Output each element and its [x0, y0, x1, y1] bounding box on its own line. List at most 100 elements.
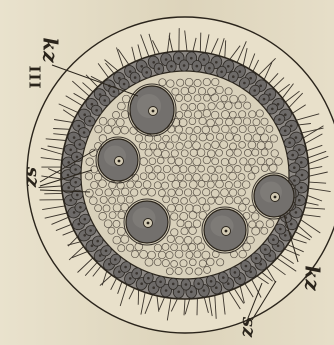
- somatic-cell-dot: [67, 161, 70, 164]
- somatic-cell-dot: [301, 174, 304, 177]
- somatic-cell-dot: [129, 70, 132, 73]
- somatic-cell-dot: [84, 218, 87, 221]
- somatic-cell-dot: [227, 282, 230, 285]
- somatic-cell-dot: [177, 291, 180, 294]
- somatic-cell-dot: [152, 286, 155, 289]
- somatic-cell-dot: [264, 248, 267, 251]
- somatic-cell-dot: [83, 131, 86, 134]
- somatic-cell-dot: [215, 61, 218, 64]
- somatic-cell-dot: [277, 103, 280, 106]
- somatic-cell-dot: [147, 277, 150, 280]
- somatic-cell-dot: [74, 181, 77, 184]
- somatic-cell-dot: [243, 82, 246, 85]
- somatic-cell-dot: [215, 286, 218, 289]
- somatic-cell-dot: [89, 229, 92, 232]
- somatic-cell-dot: [123, 83, 126, 86]
- somatic-cell-dot: [183, 64, 186, 67]
- somatic-cell-dot: [232, 75, 235, 78]
- somatic-cell-dot: [295, 211, 298, 214]
- somatic-cell-dot: [83, 234, 86, 237]
- somatic-cell-dot: [245, 265, 248, 268]
- somatic-cell-dot: [197, 282, 200, 285]
- somatic-cell-dot: [203, 289, 206, 292]
- somatic-cell-dot: [222, 276, 225, 279]
- somatic-cell-dot: [99, 254, 102, 257]
- somatic-cell-dot: [67, 174, 70, 177]
- somatic-cell-dot: [69, 149, 72, 152]
- somatic-cell-dot: [290, 125, 293, 128]
- somatic-cell-dot: [239, 277, 242, 280]
- somatic-cell-dot: [165, 58, 168, 61]
- panel-label-III: III: [27, 65, 42, 89]
- somatic-cell-dot: [118, 77, 121, 80]
- somatic-cell-dot: [259, 263, 262, 266]
- germ-cell-highlight: [137, 94, 161, 118]
- somatic-cell-dot: [88, 120, 91, 123]
- somatic-cell-dot: [239, 70, 242, 73]
- somatic-cell-dot: [220, 71, 223, 74]
- somatic-cell-dot: [134, 76, 137, 79]
- somatic-cell-dot: [253, 89, 256, 92]
- somatic-cell-dot: [249, 77, 252, 80]
- somatic-cell-dot: [76, 156, 79, 159]
- somatic-cell-dot: [118, 271, 121, 274]
- somatic-cell-dot: [272, 238, 275, 241]
- somatic-cell-dot: [284, 130, 287, 133]
- somatic-cell-dot: [269, 93, 272, 96]
- somatic-cell-dot: [284, 234, 287, 237]
- somatic-cell-dot: [277, 245, 280, 248]
- somatic-cell-dot: [249, 271, 252, 274]
- somatic-cell-dot: [298, 149, 301, 152]
- germ-cell-nucleolus: [147, 222, 150, 225]
- somatic-cell-dot: [69, 199, 72, 202]
- somatic-cell-dot: [113, 90, 116, 93]
- label-sz-bottom: sz: [239, 317, 257, 337]
- somatic-cell-dot: [293, 166, 296, 169]
- somatic-cell-dot: [95, 109, 98, 112]
- germ-cell-nucleolus: [274, 196, 277, 199]
- somatic-cell-dot: [83, 113, 86, 116]
- somatic-cell-dot: [190, 291, 193, 294]
- somatic-cell-dot: [300, 186, 303, 189]
- somatic-cell-dot: [255, 257, 258, 260]
- somatic-cell-dot: [185, 283, 188, 286]
- somatic-cell-dot: [152, 61, 155, 64]
- somatic-cell-dot: [288, 141, 291, 144]
- somatic-cell-dot: [91, 245, 94, 248]
- somatic-cell-dot: [74, 168, 77, 171]
- somatic-cell-dot: [227, 65, 230, 68]
- somatic-cell-dot: [172, 283, 175, 286]
- somatic-cell-dot: [78, 223, 81, 226]
- somatic-cell-dot: [210, 280, 213, 283]
- somatic-cell-dot: [165, 289, 168, 292]
- somatic-cell-dot: [73, 211, 76, 214]
- somatic-cell-dot: [140, 65, 143, 68]
- somatic-cell-dot: [129, 277, 132, 280]
- somatic-cell-dot: [96, 240, 99, 243]
- somatic-cell-dot: [99, 93, 102, 96]
- label-kz-top: kz: [41, 37, 61, 62]
- somatic-cell-dot: [190, 57, 193, 60]
- germ-cell-nucleolus: [225, 230, 228, 233]
- germ-cell-nucleolus: [118, 160, 121, 163]
- somatic-cell-dot: [284, 113, 287, 116]
- somatic-cell-dot: [79, 206, 82, 209]
- somatic-cell-dot: [91, 103, 94, 106]
- somatic-cell-dot: [234, 271, 237, 274]
- somatic-cell-dot: [158, 67, 161, 70]
- somatic-cell-dot: [196, 65, 199, 68]
- somatic-cell-dot: [279, 228, 282, 231]
- somatic-cell-dot: [159, 281, 162, 284]
- somatic-cell-dot: [108, 263, 111, 266]
- label-sz-left: sz: [23, 167, 41, 187]
- somatic-cell-dot: [124, 266, 127, 269]
- somatic-cell-dot: [298, 199, 301, 202]
- somatic-cell-dot: [293, 179, 296, 182]
- somatic-cell-dot: [114, 258, 117, 261]
- germ-cell-nucleolus: [152, 110, 155, 113]
- somatic-cell-dot: [105, 250, 108, 253]
- somatic-cell-dot: [295, 136, 298, 139]
- somatic-cell-dot: [203, 58, 206, 61]
- somatic-cell-dot: [300, 161, 303, 164]
